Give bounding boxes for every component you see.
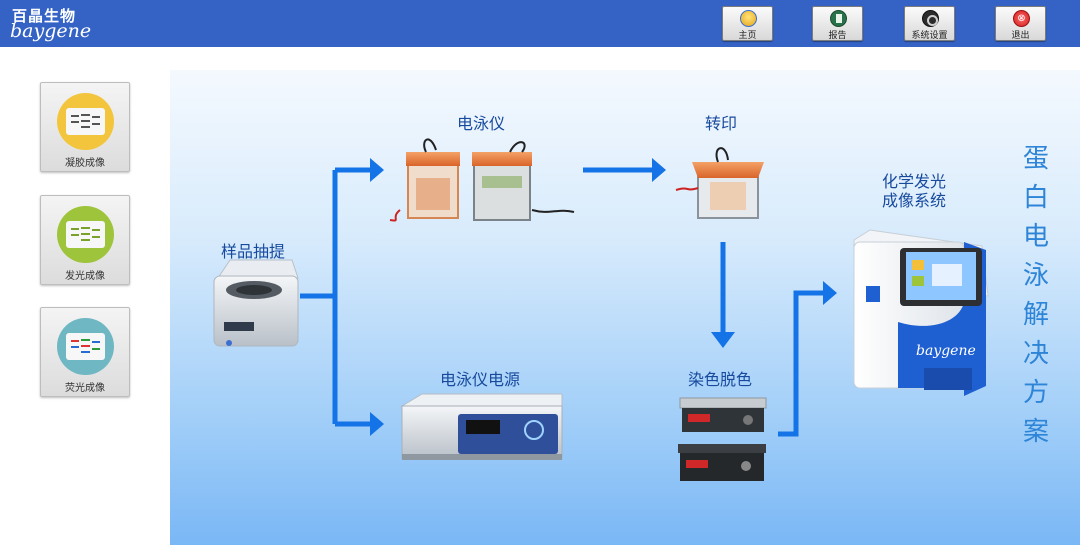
flow-arrows	[300, 167, 823, 437]
settings-button[interactable]: 系统设置	[904, 6, 955, 41]
step-stain-label: 染色脱色	[688, 370, 753, 389]
side-item-label: 荧光成像	[65, 383, 105, 394]
electrophoresis-tank-image	[389, 138, 575, 222]
imaging-system-brand: baygene	[916, 343, 976, 359]
side-item-fluorescence-imaging[interactable]: 荧光成像	[40, 307, 130, 397]
side-item-luminescence-imaging[interactable]: 发光成像	[40, 195, 130, 285]
workflow-diagram: baygene	[213, 138, 989, 481]
side-item-label: 发光成像	[65, 271, 105, 282]
step-imaging-label-line1: 化学发光	[882, 172, 947, 191]
brand-name-cn: 百晶生物	[12, 7, 77, 25]
side-item-label: 凝胶成像	[65, 158, 105, 169]
exit-button[interactable]: ⊗ 退出	[995, 6, 1046, 41]
exit-button-label: 退出	[1011, 31, 1030, 41]
step-transfer-label: 转印	[705, 114, 738, 133]
brand-logo: 百晶生物 baygene	[10, 5, 91, 42]
home-button[interactable]: 主页	[722, 6, 773, 41]
step-imaging-label-line2: 成像系统	[882, 191, 947, 210]
step-power-label: 电泳仪电源	[440, 370, 521, 389]
centrifuge-image	[213, 259, 299, 347]
side-item-gel-imaging[interactable]: 凝胶成像	[40, 82, 130, 172]
shaker-image	[678, 397, 767, 481]
luminescence-imaging-icon	[57, 206, 114, 263]
report-button-label: 报告	[828, 31, 847, 41]
step-imaging-label: 化学发光 成像系统	[882, 172, 946, 210]
solution-title: 蛋白电泳解决方案	[1022, 144, 1049, 447]
brand-name-en: baygene	[10, 20, 92, 42]
imaging-system-image: baygene	[853, 229, 989, 396]
workflow-panel: baygene 电泳仪 转印 样品抽提 电泳仪电源 染色脱色 化学发光 成像系统…	[170, 70, 1080, 545]
home-icon	[740, 10, 757, 27]
settings-button-label: 系统设置	[911, 31, 948, 41]
report-button[interactable]: 报告	[812, 6, 863, 41]
fluorescence-imaging-icon	[57, 318, 114, 375]
power-supply-image	[400, 393, 563, 460]
top-bar: 百晶生物 baygene 主页 报告 系统设置 ⊗ 退出	[0, 0, 1080, 47]
exit-icon: ⊗	[1013, 10, 1030, 27]
arrow-to-imaging	[778, 290, 823, 437]
report-icon	[830, 10, 847, 27]
settings-icon	[922, 10, 939, 27]
home-button-label: 主页	[738, 31, 757, 41]
transfer-tank-image	[675, 147, 764, 219]
step-sample-label: 样品抽提	[221, 242, 286, 261]
gel-imaging-icon	[57, 93, 114, 150]
step-electrophoresis-label: 电泳仪	[457, 114, 506, 133]
arrow-heads	[370, 158, 837, 436]
